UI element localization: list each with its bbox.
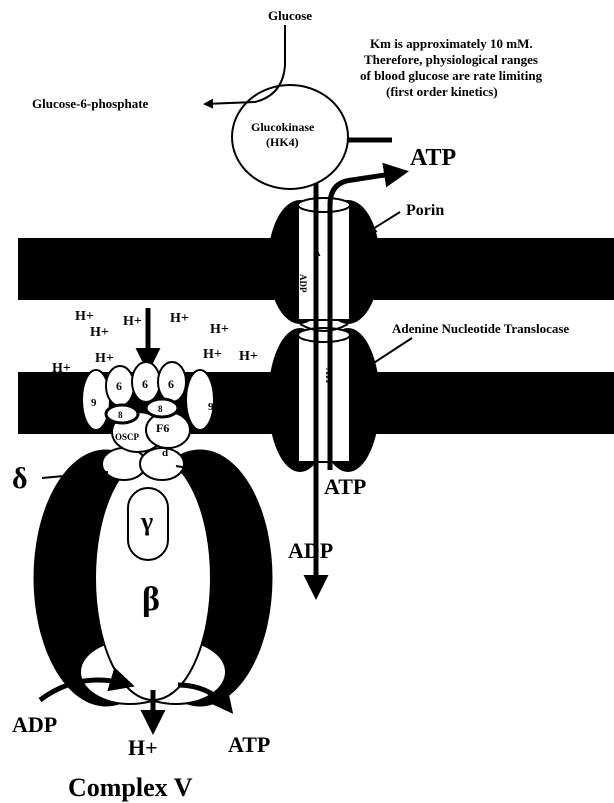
gamma-label: γ (140, 507, 153, 536)
hplus-9: H+ (239, 349, 258, 364)
subunit-f6: F6 (156, 421, 169, 435)
complex-v-title: Complex V (68, 773, 193, 802)
glucokinase-label: Glucokinase (251, 120, 315, 134)
subunit-oscp: OSCP (115, 432, 140, 442)
hplus-6: H+ (95, 351, 114, 366)
g6p-label: Glucose-6-phosphate (32, 96, 149, 111)
hplus-3: H+ (123, 314, 142, 329)
hk4-label: (HK4) (266, 135, 299, 149)
km-note-line-1: Km is approximately 10 mM. (370, 36, 533, 51)
porin-channel (268, 198, 380, 324)
porin-label: Porin (406, 202, 444, 219)
hplus-5: H+ (210, 322, 229, 337)
hplus-1: H+ (75, 309, 94, 324)
atp-right-label: ATP (228, 732, 270, 757)
km-note-line-2: Therefore, physiological ranges (364, 52, 538, 67)
hplus-7: H+ (52, 361, 71, 376)
km-note-line-3: of blood glucose are rate limiting (360, 68, 543, 83)
ant-channel (268, 324, 380, 472)
hplus-8: H+ (203, 347, 222, 362)
subunit-6-c: 6 (168, 377, 174, 391)
epsilon-label: ε (202, 444, 215, 477)
subunit-9-left: 9 (91, 397, 97, 409)
hplus-bottom-label: H+ (128, 735, 158, 760)
subunit-6-b: 6 (142, 377, 148, 391)
glucose-label: Glucose (268, 8, 312, 23)
subunit-9-right: 9 (208, 401, 214, 413)
atp-channel-label: ATP (324, 368, 334, 386)
ant-pointer (366, 338, 412, 368)
atp-lower-label: ATP (324, 474, 366, 499)
adp-channel-label: ADP (298, 274, 308, 293)
atp-top-label: ATP (410, 145, 456, 171)
glucose-arrow (205, 25, 285, 104)
hplus-4: H+ (170, 311, 189, 326)
subunit-8-right: 8 (158, 404, 163, 414)
subunit-d: d (162, 447, 168, 459)
adp-left-label: ADP (12, 712, 57, 737)
hplus-2: H+ (90, 325, 109, 340)
ant-label: Adenine Nucleotide Translocase (392, 321, 569, 336)
porin-pointer (368, 212, 400, 232)
adp-lower-label: ADP (288, 538, 333, 563)
beta-label: β (142, 581, 160, 618)
km-note-line-4: (first order kinetics) (386, 84, 498, 99)
subunit-6-a: 6 (116, 379, 122, 393)
adp-channel-d: A (314, 248, 321, 258)
delta-label: δ (12, 462, 28, 495)
subunit-8-left: 8 (118, 410, 123, 420)
